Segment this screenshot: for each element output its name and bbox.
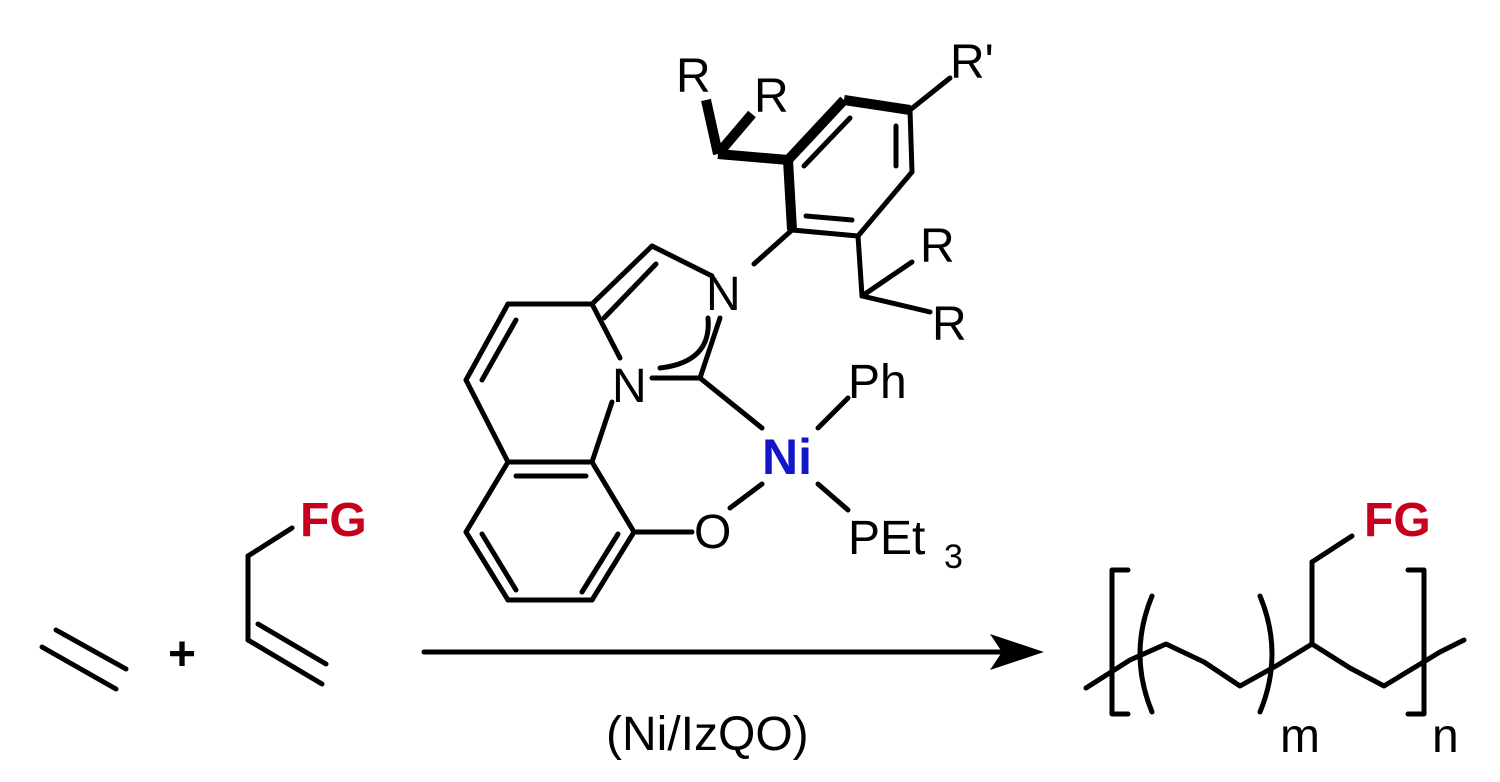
product-subscript-m: m (1280, 710, 1320, 763)
catalyst-nitrogen-bottom: N (612, 360, 647, 413)
catalyst-r-lower-2: R (932, 298, 967, 351)
functional-comonomer: FG (245, 494, 367, 687)
catalyst-r-top-right: R (754, 70, 789, 123)
ethylene (39, 627, 129, 692)
catalyst-structure: R R R' R R N N O Ni Ph PEt 3 (463, 36, 994, 603)
catalyst-nickel: Ni (762, 429, 812, 485)
catalyst-phenyl: Ph (848, 356, 907, 409)
para-bond (907, 75, 953, 113)
plus-sign: + (168, 628, 196, 681)
imidazole-ring (589, 243, 723, 381)
reaction-arrow (421, 634, 1044, 670)
upper-alkyl-group (701, 98, 789, 165)
catalyst-oxygen: O (694, 506, 731, 559)
catalyst-r-lower-1: R (920, 220, 955, 273)
arrow-condition-label: (Ni/IzQO) (606, 708, 809, 761)
lower-alkyl-group (855, 233, 933, 315)
catalyst-nitrogen-top: N (706, 268, 741, 321)
n-aryl-bond (751, 227, 795, 267)
benzo-ring (463, 459, 637, 603)
pyridine-ring (463, 301, 623, 465)
catalyst-phosphine: PEt (848, 512, 925, 565)
product-polymer: FG m n (1083, 494, 1467, 763)
nickel-bonds (631, 375, 851, 535)
comonomer-fg-label: FG (300, 494, 367, 547)
product-subscript-n: n (1432, 710, 1459, 763)
product-fg-label: FG (1364, 494, 1431, 547)
catalyst-r-prime: R' (950, 36, 994, 89)
aryl-ring (783, 95, 915, 239)
catalyst-r-top-left: R (676, 50, 711, 103)
catalyst-phosphine-subscript: 3 (944, 538, 963, 576)
